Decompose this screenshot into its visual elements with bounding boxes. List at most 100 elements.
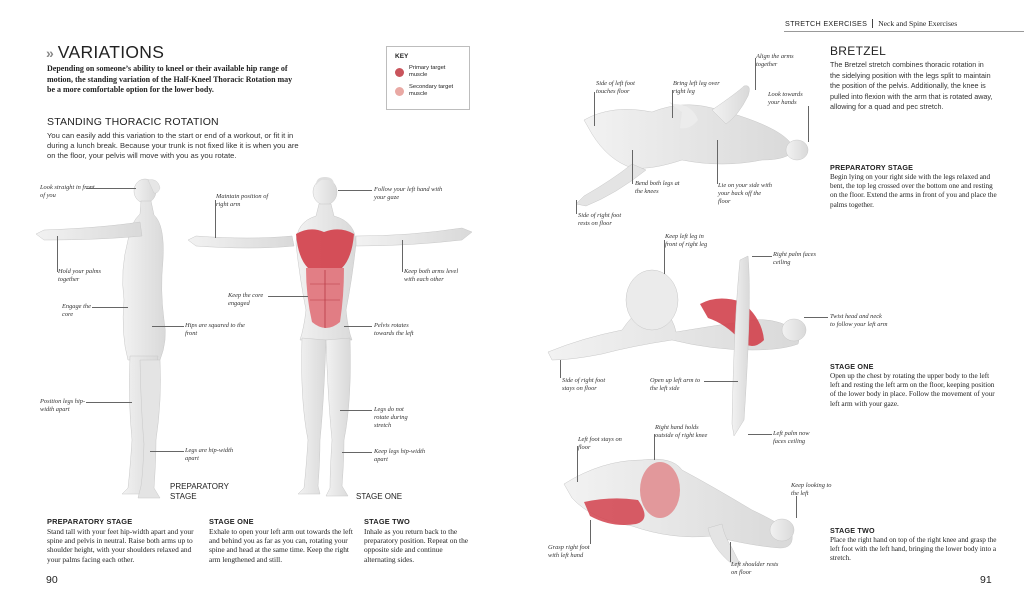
ann-twist-head: Twist head and neck to follow your left … bbox=[830, 313, 888, 328]
double-chevron-icon: » bbox=[46, 44, 54, 61]
header-divider bbox=[872, 19, 874, 28]
ann-look-straight: Look straight in front of you bbox=[40, 184, 95, 199]
ann-look-hands: Look towards your hands bbox=[768, 91, 803, 106]
ann-grasp-right-foot: Grasp right foot with left hand bbox=[548, 544, 590, 559]
ann-right-palm: Right palm faces ceiling bbox=[773, 251, 816, 266]
leader-left-foot bbox=[577, 446, 578, 482]
bretzel-stage2-title: STAGE TWO bbox=[830, 526, 875, 535]
step-one-title: STAGE ONE bbox=[209, 517, 254, 526]
right-page: STRETCH EXERCISES Neck and Spine Exercis… bbox=[512, 0, 1024, 612]
leader-side-left-foot bbox=[594, 92, 595, 126]
ann-keep-looking: Keep looking to the left bbox=[791, 482, 832, 497]
key-primary-label: Primary target muscle bbox=[409, 65, 446, 78]
leader-keep-left-leg bbox=[664, 240, 665, 274]
ann-legs-no-rotate: Legs do not rotate during stretch bbox=[374, 406, 408, 429]
ann-maintain-right-arm: Maintain position of right arm bbox=[216, 193, 269, 208]
leader-hips bbox=[152, 326, 184, 327]
figure-standing-prep bbox=[35, 178, 166, 499]
ann-side-left-foot: Side of left foot touches floor bbox=[596, 80, 635, 95]
key-secondary-label: Secondary target muscle bbox=[409, 84, 454, 97]
leader-legs2 bbox=[150, 451, 184, 452]
key-title: KEY bbox=[395, 53, 409, 60]
ann-legs-hip-width: Legs are hip-width apart bbox=[185, 447, 234, 462]
ann-left-palm: Left palm now faces ceiling bbox=[773, 430, 810, 445]
leader-core2 bbox=[268, 296, 308, 297]
figure-standing-stage-one bbox=[187, 177, 473, 497]
leader-look bbox=[86, 188, 136, 189]
ann-left-foot-floor: Left foot stays on floor bbox=[578, 436, 622, 451]
ann-open-left-arm: Open up left arm to the left side bbox=[650, 377, 701, 392]
standing-rotation-heading: STANDING THORACIC ROTATION bbox=[47, 116, 219, 128]
leader-left-shoulder bbox=[730, 542, 731, 562]
leader-look-hands bbox=[808, 106, 809, 142]
ann-keep-left-leg: Keep left leg in front of right leg bbox=[665, 233, 708, 248]
bretzel-stage1-text: Open up the chest by rotating the upper … bbox=[830, 372, 995, 408]
leader-open-left-arm bbox=[704, 381, 738, 382]
ann-position-legs: Position legs hip-width apart bbox=[40, 398, 86, 413]
bretzel-prep-title: PREPARATORY STAGE bbox=[830, 163, 914, 172]
leader-keep-looking bbox=[796, 496, 797, 518]
ann-hold-palms: Hold your palms together bbox=[58, 268, 101, 283]
step-prep-title: PREPARATORY STAGE bbox=[47, 517, 133, 526]
leader-arms bbox=[402, 240, 403, 272]
ann-side-right-foot: Side of right foot rests on floor bbox=[578, 212, 622, 227]
key-secondary-swatch-icon bbox=[395, 87, 404, 96]
ann-bring-left-leg: Bring left leg over right leg bbox=[673, 80, 720, 95]
variations-intro: Depending on someone’s ability to kneel … bbox=[47, 64, 293, 94]
bretzel-prep-text: Begin lying on your right side with the … bbox=[830, 173, 997, 209]
leader-legs-hipwidth bbox=[342, 452, 372, 453]
leader-legs bbox=[86, 402, 132, 403]
ann-arms-level: Keep both arms level with each other bbox=[404, 268, 459, 283]
figure-bretzel-prep bbox=[547, 85, 809, 565]
step-two-text: Inhale as you return back to the prepara… bbox=[364, 527, 469, 564]
ann-lie-side: Lie on your side with your back off the … bbox=[718, 182, 772, 205]
ann-follow-left-hand: Follow your left hand with your gaze bbox=[374, 186, 443, 201]
step-prep-text: Stand tall with your feet hip-width apar… bbox=[47, 527, 194, 564]
ann-hips-squared: Hips are squared to the front bbox=[185, 322, 245, 337]
leader-grasp bbox=[590, 520, 591, 544]
bretzel-stage2-text: Place the right hand on top of the right… bbox=[830, 536, 997, 563]
ann-pelvis-rotates: Pelvis rotates towards the left bbox=[374, 322, 414, 337]
leader-lie-side bbox=[717, 140, 718, 184]
leader-legs-norotate bbox=[340, 410, 372, 411]
standing-rotation-intro: You can easily add this variation to the… bbox=[47, 131, 299, 160]
muscle-key: KEY Primary target muscle Secondary targ… bbox=[386, 46, 470, 110]
ann-keep-core-engaged: Keep the core engaged bbox=[228, 292, 264, 307]
caption-preparatory: PREPARATORY STAGE bbox=[170, 482, 229, 501]
leader-right-hand bbox=[654, 434, 655, 460]
page-number-right: 91 bbox=[980, 574, 992, 586]
step-one-text: Exhale to open your left arm out towards… bbox=[209, 527, 353, 564]
header-rule bbox=[784, 31, 1024, 32]
leader-follow bbox=[338, 190, 372, 191]
leader-side-right-foot-2 bbox=[560, 360, 561, 378]
variations-heading: » VARIATIONS bbox=[46, 42, 165, 62]
leader-hold bbox=[57, 236, 58, 272]
key-primary-swatch-icon bbox=[395, 68, 404, 77]
bretzel-stage1-title: STAGE ONE bbox=[830, 362, 874, 371]
leader-side-right-foot bbox=[576, 200, 577, 214]
leader-core bbox=[92, 307, 128, 308]
header-section: STRETCH EXERCISES bbox=[785, 19, 868, 28]
left-page: » VARIATIONS Depending on someone’s abil… bbox=[35, 42, 473, 586]
ann-align-arms: Align the arms together bbox=[756, 53, 794, 68]
leader-align-arms bbox=[755, 58, 756, 90]
leader-bring-leg bbox=[672, 90, 673, 118]
ann-right-hand-holds: Right hand holds outside of right knee bbox=[655, 424, 708, 439]
ann-bend-legs: Bend both legs at the knees bbox=[635, 180, 680, 195]
leader-left-palm bbox=[748, 434, 772, 435]
leader-twist-head bbox=[804, 317, 828, 318]
header-subsection: Neck and Spine Exercises bbox=[878, 19, 958, 28]
ann-keep-legs-hip-width: Keep legs hip-width apart bbox=[374, 448, 426, 463]
step-two-title: STAGE TWO bbox=[364, 517, 411, 526]
leader-maintain bbox=[215, 200, 216, 238]
running-header: STRETCH EXERCISES Neck and Spine Exercis… bbox=[785, 19, 957, 28]
ann-left-shoulder: Left shoulder rests on floor bbox=[731, 561, 779, 576]
caption-stage-one: STAGE ONE bbox=[356, 492, 403, 501]
bretzel-intro: The Bretzel stretch combines thoracic ro… bbox=[830, 60, 993, 112]
page-number-left: 90 bbox=[46, 574, 58, 586]
ann-side-right-foot-2: Side of right foot stays on floor bbox=[562, 377, 606, 392]
leader-bend-legs bbox=[632, 150, 633, 184]
leader-pelvis bbox=[344, 326, 372, 327]
ann-engage-core: Engage the core bbox=[62, 303, 91, 318]
bretzel-heading: BRETZEL bbox=[830, 44, 887, 58]
